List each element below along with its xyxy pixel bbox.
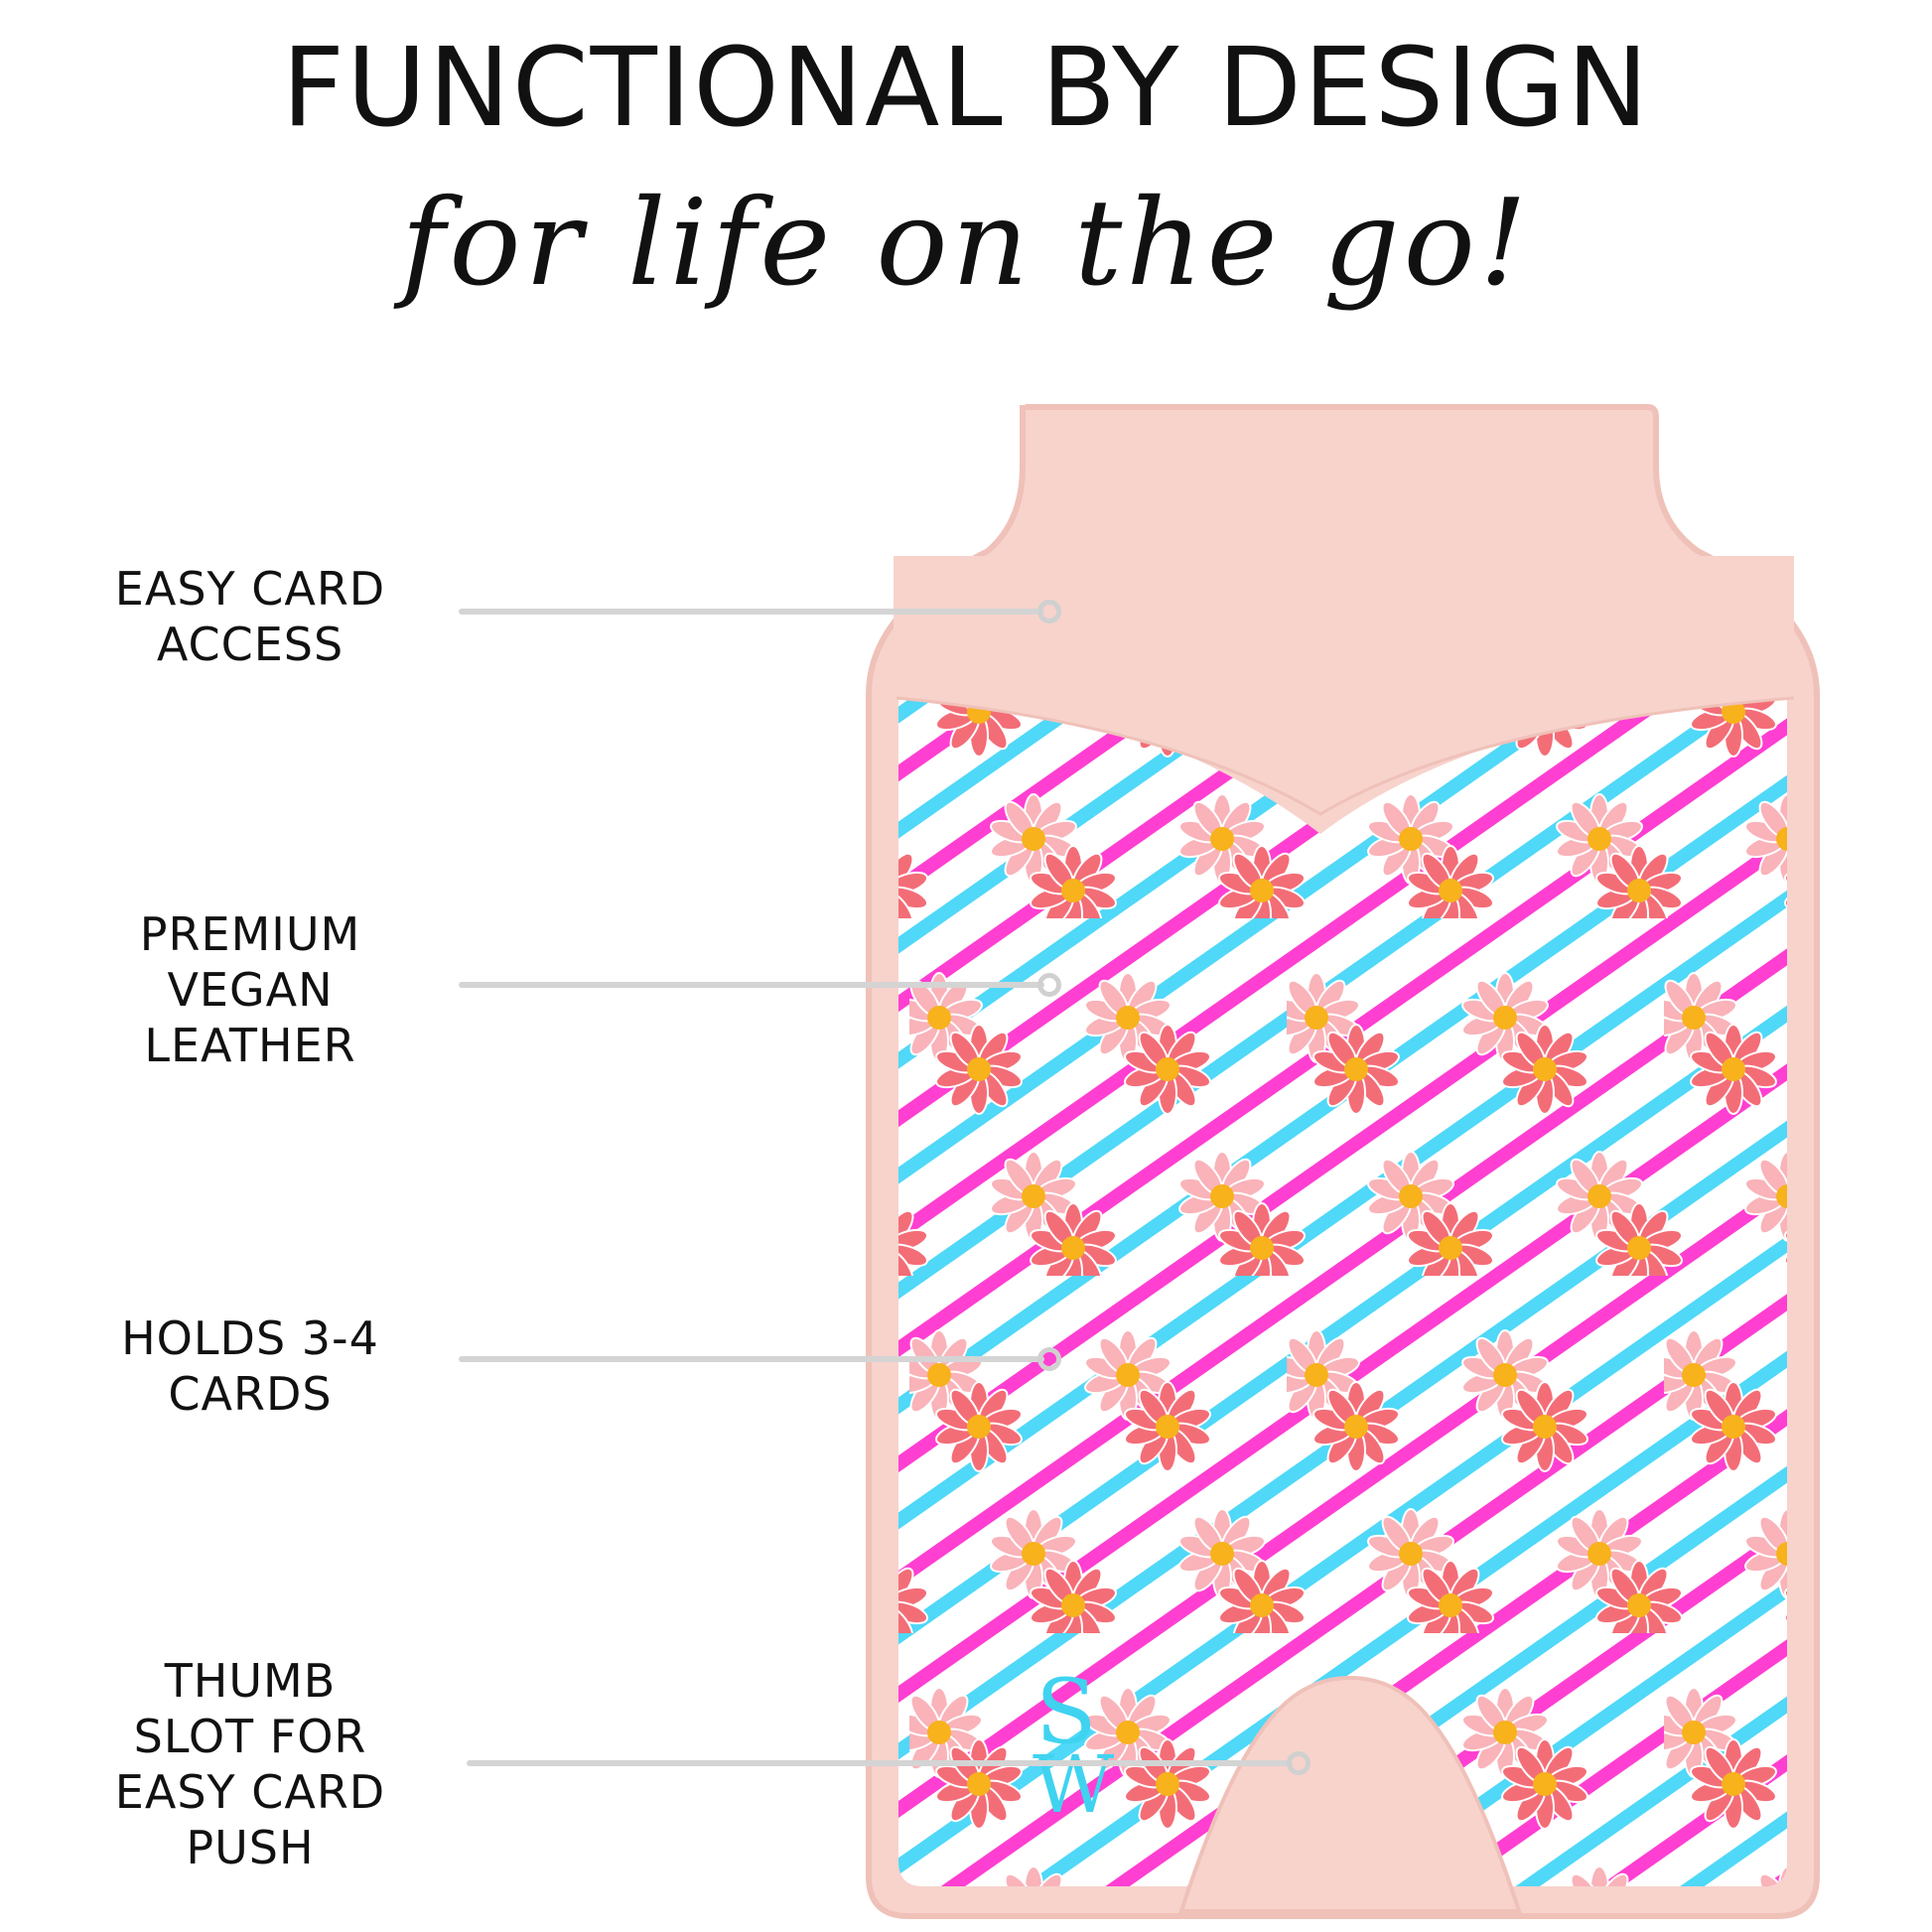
brand-monogram-w: W <box>1033 1738 1114 1831</box>
callout-dot-thumb-slot <box>1287 1751 1311 1775</box>
leader-line-holds-cards <box>459 1356 1044 1362</box>
leader-line-card-access <box>459 609 1044 615</box>
thumb-slot <box>1178 1675 1522 1913</box>
leader-line-thumb-slot <box>467 1760 1293 1766</box>
page-title: FUNCTIONAL BY DESIGN <box>281 24 1651 151</box>
callout-dot-card-access <box>1037 600 1061 623</box>
brand-monogram-s: S <box>1035 1660 1097 1764</box>
callout-dot-holds-cards <box>1037 1347 1061 1371</box>
callout-dot-vegan-leather <box>1037 973 1061 997</box>
leader-line-vegan-leather <box>459 982 1044 988</box>
page-subtitle: for life on the go! <box>400 175 1532 313</box>
